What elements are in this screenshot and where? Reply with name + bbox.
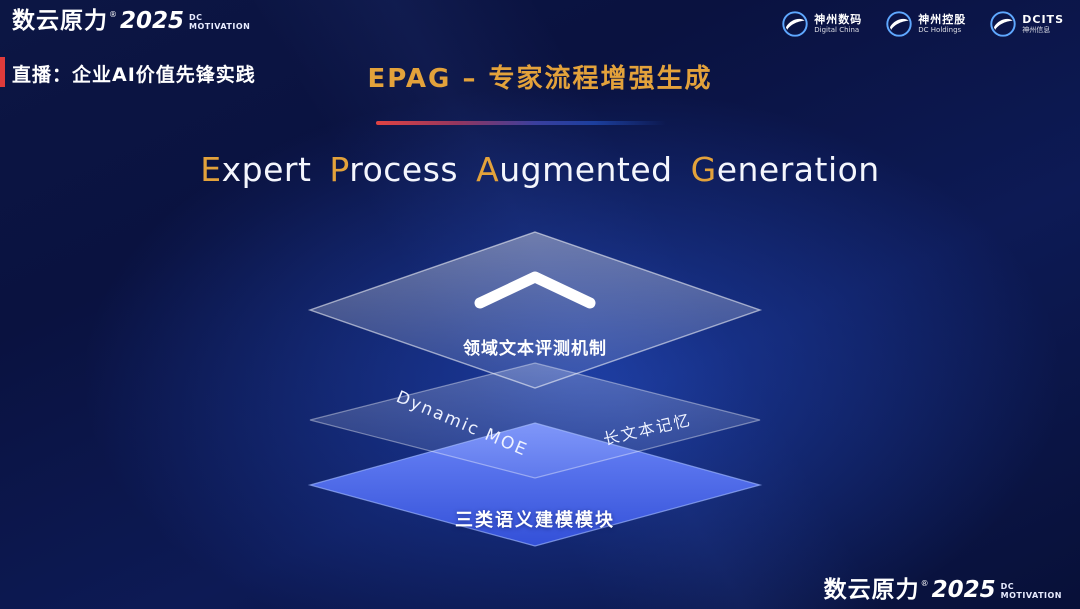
hero-word: Generation [690, 150, 880, 189]
brand-subtitle: DC MOTIVATION [189, 13, 250, 31]
logo-dc-holdings: 神州控股 DC Holdings [886, 11, 966, 37]
logo-text: 神州控股 DC Holdings [918, 13, 967, 35]
title-divider [376, 121, 666, 125]
live-label: 直播：企业AI价值先锋实践 [12, 64, 256, 86]
partner-logos: 神州数码 Digital China 神州控股 DC Holdings DCIT… [782, 11, 1064, 37]
swoosh-circle-icon [886, 11, 912, 37]
swoosh-circle-icon [990, 11, 1016, 37]
swoosh-circle-icon [782, 11, 808, 37]
brand-logo-bottom-right: 数云原力 ® 2025 DC MOTIVATION [824, 579, 1062, 602]
brand-logo-top-left: 数云原力 ® 2025 DC MOTIVATION [12, 10, 250, 33]
bottom-layer-label: 三类语义建模模块 [455, 510, 615, 531]
brand-sub-dc: DC [189, 13, 203, 22]
brand-sub-motivation: MOTIVATION [189, 22, 251, 32]
hero-word: Process [329, 150, 459, 189]
brand-sub-dc: DC [1000, 582, 1015, 591]
layer-middle-glass [309, 362, 761, 479]
logo-text: DCITS 神州信息 [1022, 13, 1064, 35]
hero-word: Expert [200, 150, 312, 189]
top-layer-label: 领域文本评测机制 [463, 339, 607, 359]
hero-title: Expert Process Augmented Generation [0, 150, 1080, 189]
logo-text: 神州数码 Digital China [814, 13, 863, 35]
registered-mark: ® [920, 579, 929, 588]
brand-year: 2025 [931, 577, 996, 603]
brand-sub-motivation: MOTIVATION [1000, 591, 1062, 601]
registered-mark: ® [109, 10, 117, 19]
live-accent-bar [0, 57, 5, 87]
brand-name: 数云原力 [823, 577, 920, 603]
brand-subtitle: DC MOTIVATION [1001, 582, 1062, 600]
layer-stack-graphic [307, 231, 763, 547]
logo-digital-china: 神州数码 Digital China [782, 11, 862, 37]
layer-bottom-blue [307, 422, 763, 547]
brand-year: 2025 [120, 8, 185, 34]
chevron-up-icon [474, 271, 596, 309]
logo-dcits: DCITS 神州信息 [990, 11, 1064, 37]
hero-word: Augmented [476, 150, 673, 189]
layer-top-glass [307, 231, 763, 389]
slide-title: EPAG – 专家流程增强生成 [367, 64, 713, 94]
brand-name: 数云原力 [12, 8, 108, 34]
layer-stack-diagram: 领域文本评测机制 Dynamic MOE 长文本记忆 三类语义建模模块 [300, 226, 770, 566]
